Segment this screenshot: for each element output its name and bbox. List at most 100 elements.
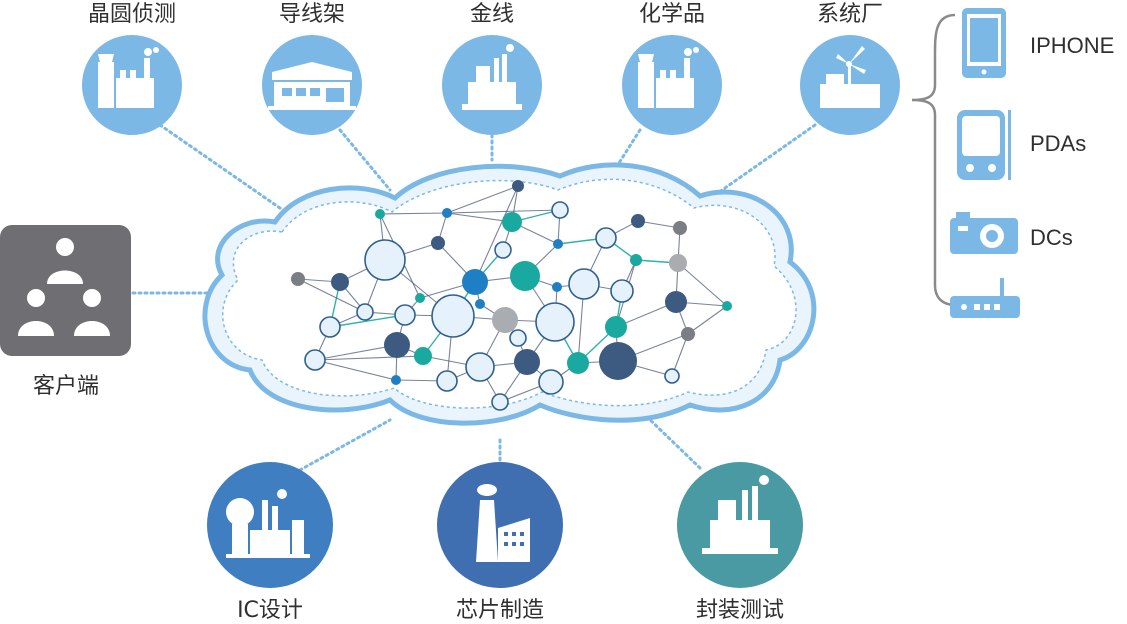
network-edge [314,344,398,361]
warehouse-icon [268,62,356,110]
network-node [605,316,627,338]
connector-bottom-3 [643,413,702,470]
bottom-node-2-circle [437,462,563,588]
network-node [553,239,563,249]
network-edge [677,262,728,307]
bottom-node-2 [437,462,563,588]
network-node [492,307,518,333]
top-node-1-label: 晶圆侦测 [87,2,177,27]
top-node-5-label: 系统厂 [816,2,884,27]
network-node [551,201,569,219]
top-node-1 [82,35,182,135]
network-node [465,352,495,382]
top-node-4 [622,35,722,135]
network-node [599,342,637,380]
devices-bracket [911,13,956,307]
network-edge [446,212,513,223]
plant-icon [462,44,522,110]
network-node [491,393,509,411]
device-label-dcs: DCs [1030,225,1073,250]
top-node-5 [800,35,900,135]
top-node-3-label: 金线 [469,2,515,27]
network-node [631,214,645,228]
network-node [364,239,406,281]
network-node [331,273,349,291]
network-node [630,254,642,266]
users-icon [18,238,110,336]
network-node [319,316,341,338]
network-node [462,269,488,295]
network-node [681,327,695,341]
connector-bottom-1 [298,418,392,472]
pda-icon [957,110,1011,180]
router-icon [950,278,1020,318]
network-node [664,368,680,384]
network-node [431,236,445,250]
network-edge [446,185,519,214]
bottom-node-1-label: IC设计 [237,598,303,623]
bottom-node-1 [207,462,333,588]
camera-icon [950,212,1018,254]
network-node [391,375,401,385]
connector-top-1 [158,123,292,217]
wind-turbine-icon [820,46,880,108]
network-node [494,241,512,259]
network-edge [314,355,424,361]
network-node [509,329,527,347]
network-node [538,369,564,395]
network-node [502,212,522,232]
network-node [510,261,540,291]
top-node-4-label: 化学品 [638,2,706,27]
client-label: 客户端 [32,374,100,399]
network-edge [687,305,728,335]
network-edge [297,278,366,313]
network-node [356,303,374,321]
cloud [202,162,817,426]
bottom-node-2-label: 芯片制造 [455,598,545,623]
device-label-pdas: PDAs [1030,131,1087,156]
network-node [475,299,485,309]
network-node [673,221,687,235]
network-node [442,208,452,218]
network-edge [379,212,448,215]
connectors [131,123,817,472]
network-node [375,209,385,219]
bottom-node-1-circle [207,462,333,588]
network-graph [291,180,732,411]
refinery-icon [226,489,310,558]
network-node [610,279,634,303]
network-node [595,227,617,249]
device-label-iphone: IPHONE [1030,33,1115,58]
network-node [384,332,410,358]
plant-icon-2 [702,475,778,554]
bottom-node-3 [677,462,803,588]
network-edge [474,185,519,283]
network-node [514,349,540,375]
network-node [394,304,416,326]
bottom-node-3-label: 封装测试 [695,598,785,623]
network-node [512,180,524,192]
network-node [304,349,326,371]
network-node [669,254,687,272]
connector-top-5 [713,123,817,197]
factory-icon [98,47,159,108]
chimney-factory-icon [476,484,530,562]
network-edge [446,209,561,214]
network-node [665,291,687,313]
top-node-2 [262,35,362,135]
network-edge [329,314,406,328]
network-edge [637,220,681,229]
network-node [535,302,575,342]
client-node [0,225,131,356]
network-node [436,370,458,392]
network-node [415,293,425,303]
network-node [291,272,305,286]
factory-icon-2 [638,47,699,108]
network-node [567,352,589,374]
connector-top-2 [338,128,392,192]
smartphone-icon [962,8,1006,78]
top-node-3 [442,35,542,135]
network-node [431,294,475,338]
network-node [414,347,432,365]
